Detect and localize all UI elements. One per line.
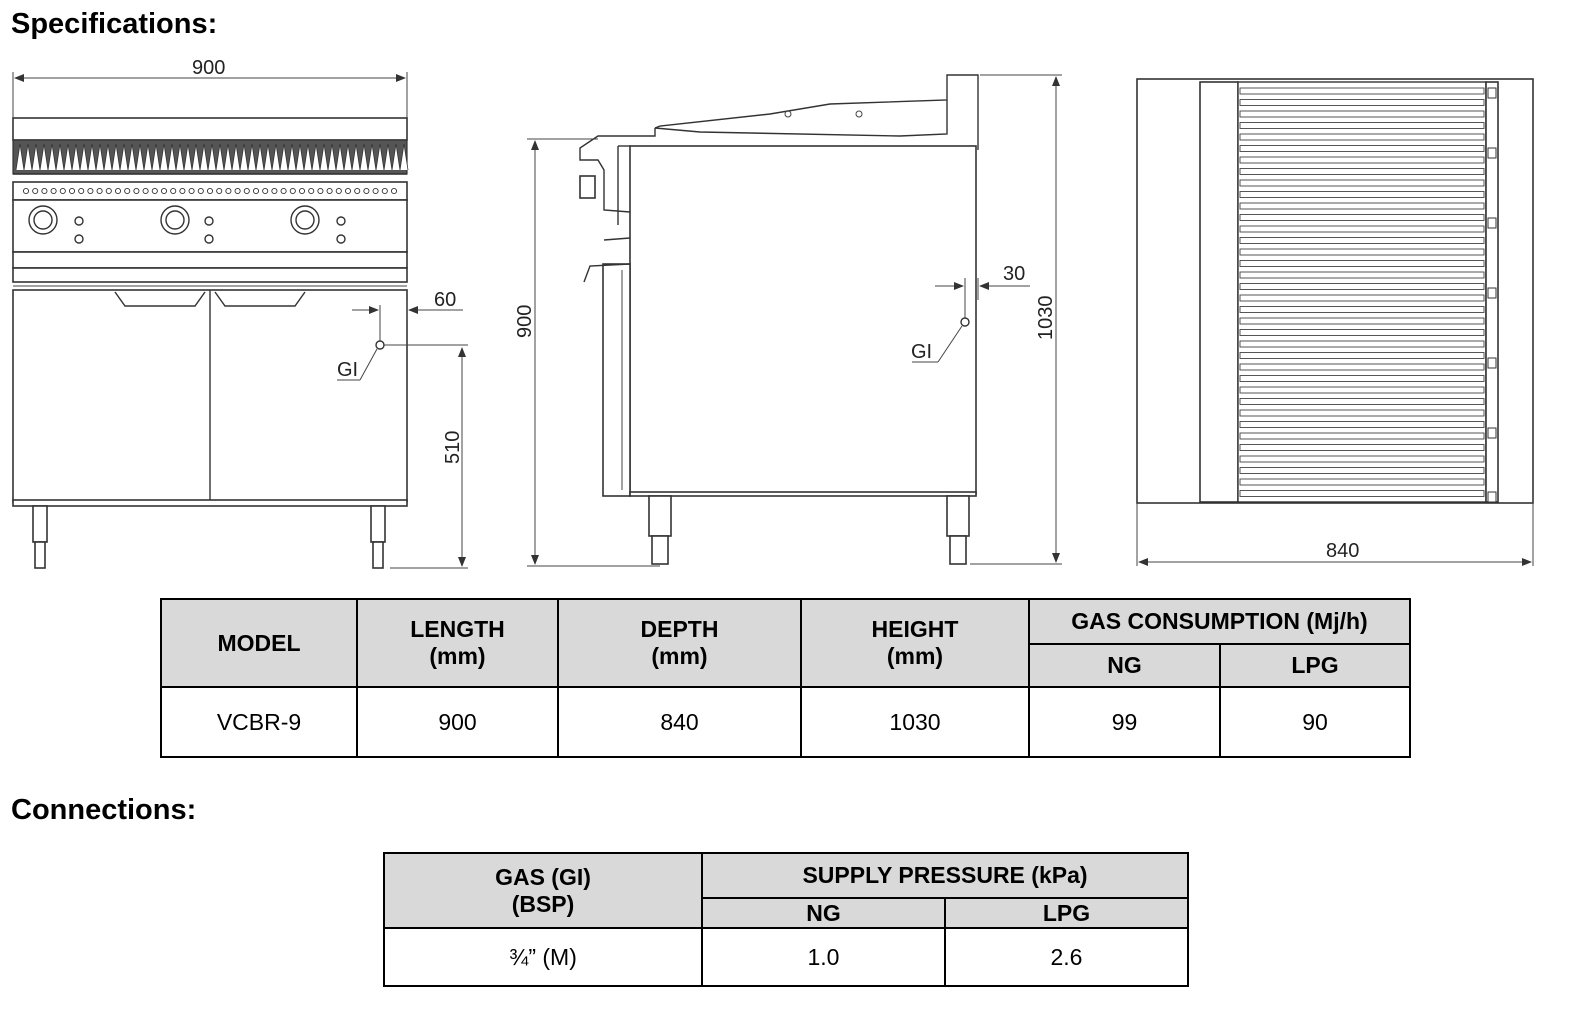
cell-ng: 99 bbox=[1028, 686, 1221, 758]
cell-lpg-pressure: 2.6 bbox=[944, 927, 1189, 987]
header-depth: DEPTH(mm) bbox=[557, 598, 802, 688]
table-row: ¾” (M) 1.0 2.6 bbox=[383, 927, 1189, 987]
specifications-table: MODEL LENGTH(mm) DEPTH(mm) HEIGHT(mm) GA… bbox=[160, 598, 1411, 758]
top-view: 840 bbox=[1136, 78, 1534, 566]
leg bbox=[370, 505, 386, 569]
connections-table: GAS (GI)(BSP) SUPPLY PRESSURE (kPa) NG L… bbox=[383, 852, 1189, 987]
header-ng: NG bbox=[701, 897, 946, 929]
specifications-heading: Specifications: bbox=[11, 8, 218, 40]
cell-length: 900 bbox=[356, 686, 559, 758]
header-lpg: LPG bbox=[1219, 643, 1411, 688]
cell-gas-size: ¾” (M) bbox=[383, 927, 703, 987]
front-gas-offset-label: 60 bbox=[434, 289, 456, 311]
side-height-label: 900 bbox=[514, 305, 536, 338]
header-lpg: LPG bbox=[944, 897, 1189, 929]
header-supply-pressure: SUPPLY PRESSURE (kPa) bbox=[701, 852, 1189, 899]
leg bbox=[648, 495, 672, 565]
connections-heading: Connections: bbox=[11, 794, 197, 826]
header-model: MODEL bbox=[160, 598, 358, 688]
front-gas-height-label: 510 bbox=[442, 431, 464, 464]
cell-lpg: 90 bbox=[1219, 686, 1411, 758]
technical-drawing: 900 60 bbox=[12, 58, 1534, 569]
cell-height: 1030 bbox=[800, 686, 1030, 758]
header-gas-bsp: GAS (GI)(BSP) bbox=[383, 852, 703, 929]
cell-ng-pressure: 1.0 bbox=[701, 927, 946, 987]
table-row: VCBR-9 900 840 1030 99 90 bbox=[160, 686, 1411, 758]
front-view: 900 60 bbox=[12, 58, 468, 569]
header-gas-consumption: GAS CONSUMPTION (Mj/h) bbox=[1028, 598, 1411, 645]
front-width-label: 900 bbox=[192, 58, 225, 79]
control-knob bbox=[28, 205, 58, 235]
side-gas-offset-label: 30 bbox=[1003, 263, 1025, 285]
front-gas-label: GI bbox=[337, 359, 358, 381]
leg bbox=[946, 495, 970, 565]
side-view: 900 30 GI 1030 bbox=[514, 74, 1062, 567]
bar-clips bbox=[1487, 87, 1497, 503]
header-ng: NG bbox=[1028, 643, 1221, 688]
burner-ports bbox=[22, 187, 398, 195]
top-depth-label: 840 bbox=[1326, 540, 1359, 562]
cell-model: VCBR-9 bbox=[160, 686, 358, 758]
grill-grate bbox=[15, 143, 409, 171]
grill-bars bbox=[1239, 87, 1485, 497]
header-length: LENGTH(mm) bbox=[356, 598, 559, 688]
side-overall-height-label: 1030 bbox=[1035, 296, 1057, 341]
control-knob bbox=[290, 205, 320, 235]
side-gas-label: GI bbox=[911, 341, 932, 363]
leg bbox=[32, 505, 48, 569]
control-knob bbox=[160, 205, 190, 235]
cell-depth: 840 bbox=[557, 686, 802, 758]
header-height: HEIGHT(mm) bbox=[800, 598, 1030, 688]
